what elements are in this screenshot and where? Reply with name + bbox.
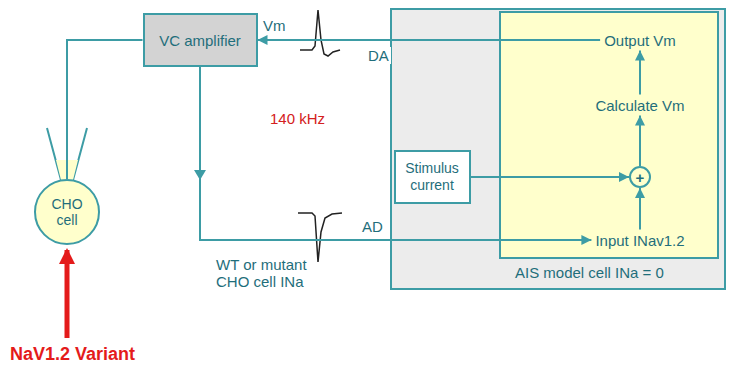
node-text: + xyxy=(636,170,645,185)
signal-line xyxy=(639,188,641,230)
amplifier-box: VC amplifier xyxy=(143,13,258,67)
signal-line xyxy=(200,67,591,240)
input-block: Input INav1.2 xyxy=(591,230,688,251)
node-text: VC amplifier xyxy=(159,32,241,49)
cho-cell: CHO cell xyxy=(34,179,100,245)
model-cell-panel: AIS model cell INa = 0 Output Vm Calculate… xyxy=(390,8,726,290)
signal-line xyxy=(258,39,601,41)
signal-line xyxy=(67,40,143,179)
stimulus-box: Stimulus current xyxy=(394,150,471,204)
signal-line xyxy=(471,176,630,178)
output-block: Output Vm xyxy=(600,30,680,51)
calculate-block: Calculate Vm xyxy=(591,95,688,116)
variant-label: NaV1.2 Variant xyxy=(10,344,135,365)
sample-rate: 140 kHz xyxy=(270,110,325,127)
computation-box xyxy=(500,12,718,258)
node-text: AIS model cell INa = 0 xyxy=(515,264,664,281)
signal-name: Vm xyxy=(263,17,286,34)
signal-line xyxy=(639,116,641,167)
port-label: AD xyxy=(360,218,385,235)
variant-arrow xyxy=(65,250,70,338)
current-caption: WT or mutant CHO cell INa xyxy=(216,256,320,290)
signal-line xyxy=(639,51,641,95)
node-text: Calculate Vm xyxy=(595,97,684,114)
node-text: CHO cell xyxy=(48,196,86,228)
voltage-trace xyxy=(300,10,340,56)
model-panel-outline xyxy=(391,9,725,289)
sum-junction: + xyxy=(629,166,651,188)
port-label: DA xyxy=(366,47,391,64)
node-text: Input INav1.2 xyxy=(595,232,684,249)
node-text: Output Vm xyxy=(604,32,676,49)
node-text: Stimulus current xyxy=(404,160,461,194)
current-trace xyxy=(298,213,342,262)
